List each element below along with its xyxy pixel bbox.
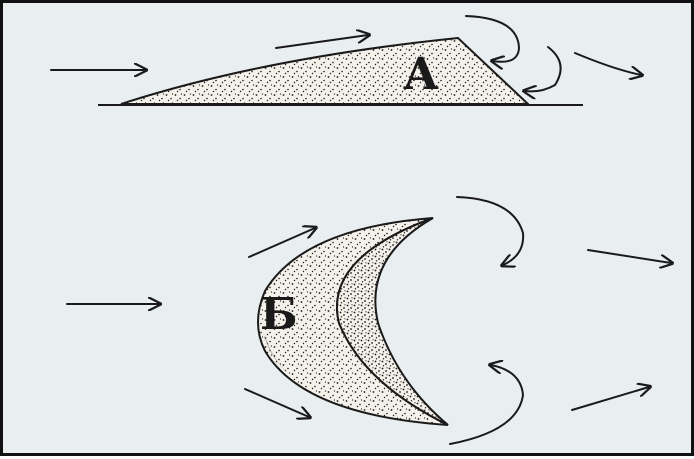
barchan-b: Б (258, 218, 448, 425)
dune-profile-a: А (98, 38, 583, 105)
wind-arrow-downwind-top (588, 250, 671, 263)
dune-diagram: А Б (3, 3, 694, 459)
eddy-arrow-4 (450, 365, 523, 444)
dune-a-label: А (403, 49, 439, 100)
wind-arrow-downwind (575, 53, 641, 75)
eddy-arrow-2 (525, 47, 561, 91)
wind-arrow-downwind-bottom (572, 387, 649, 410)
wind-arrow-crest (276, 35, 368, 48)
barchan-b-label: Б (260, 289, 298, 340)
eddy-arrow-3 (457, 197, 523, 265)
dune-a-body (121, 38, 528, 104)
wind-arrow-horn-bottom (245, 389, 309, 417)
